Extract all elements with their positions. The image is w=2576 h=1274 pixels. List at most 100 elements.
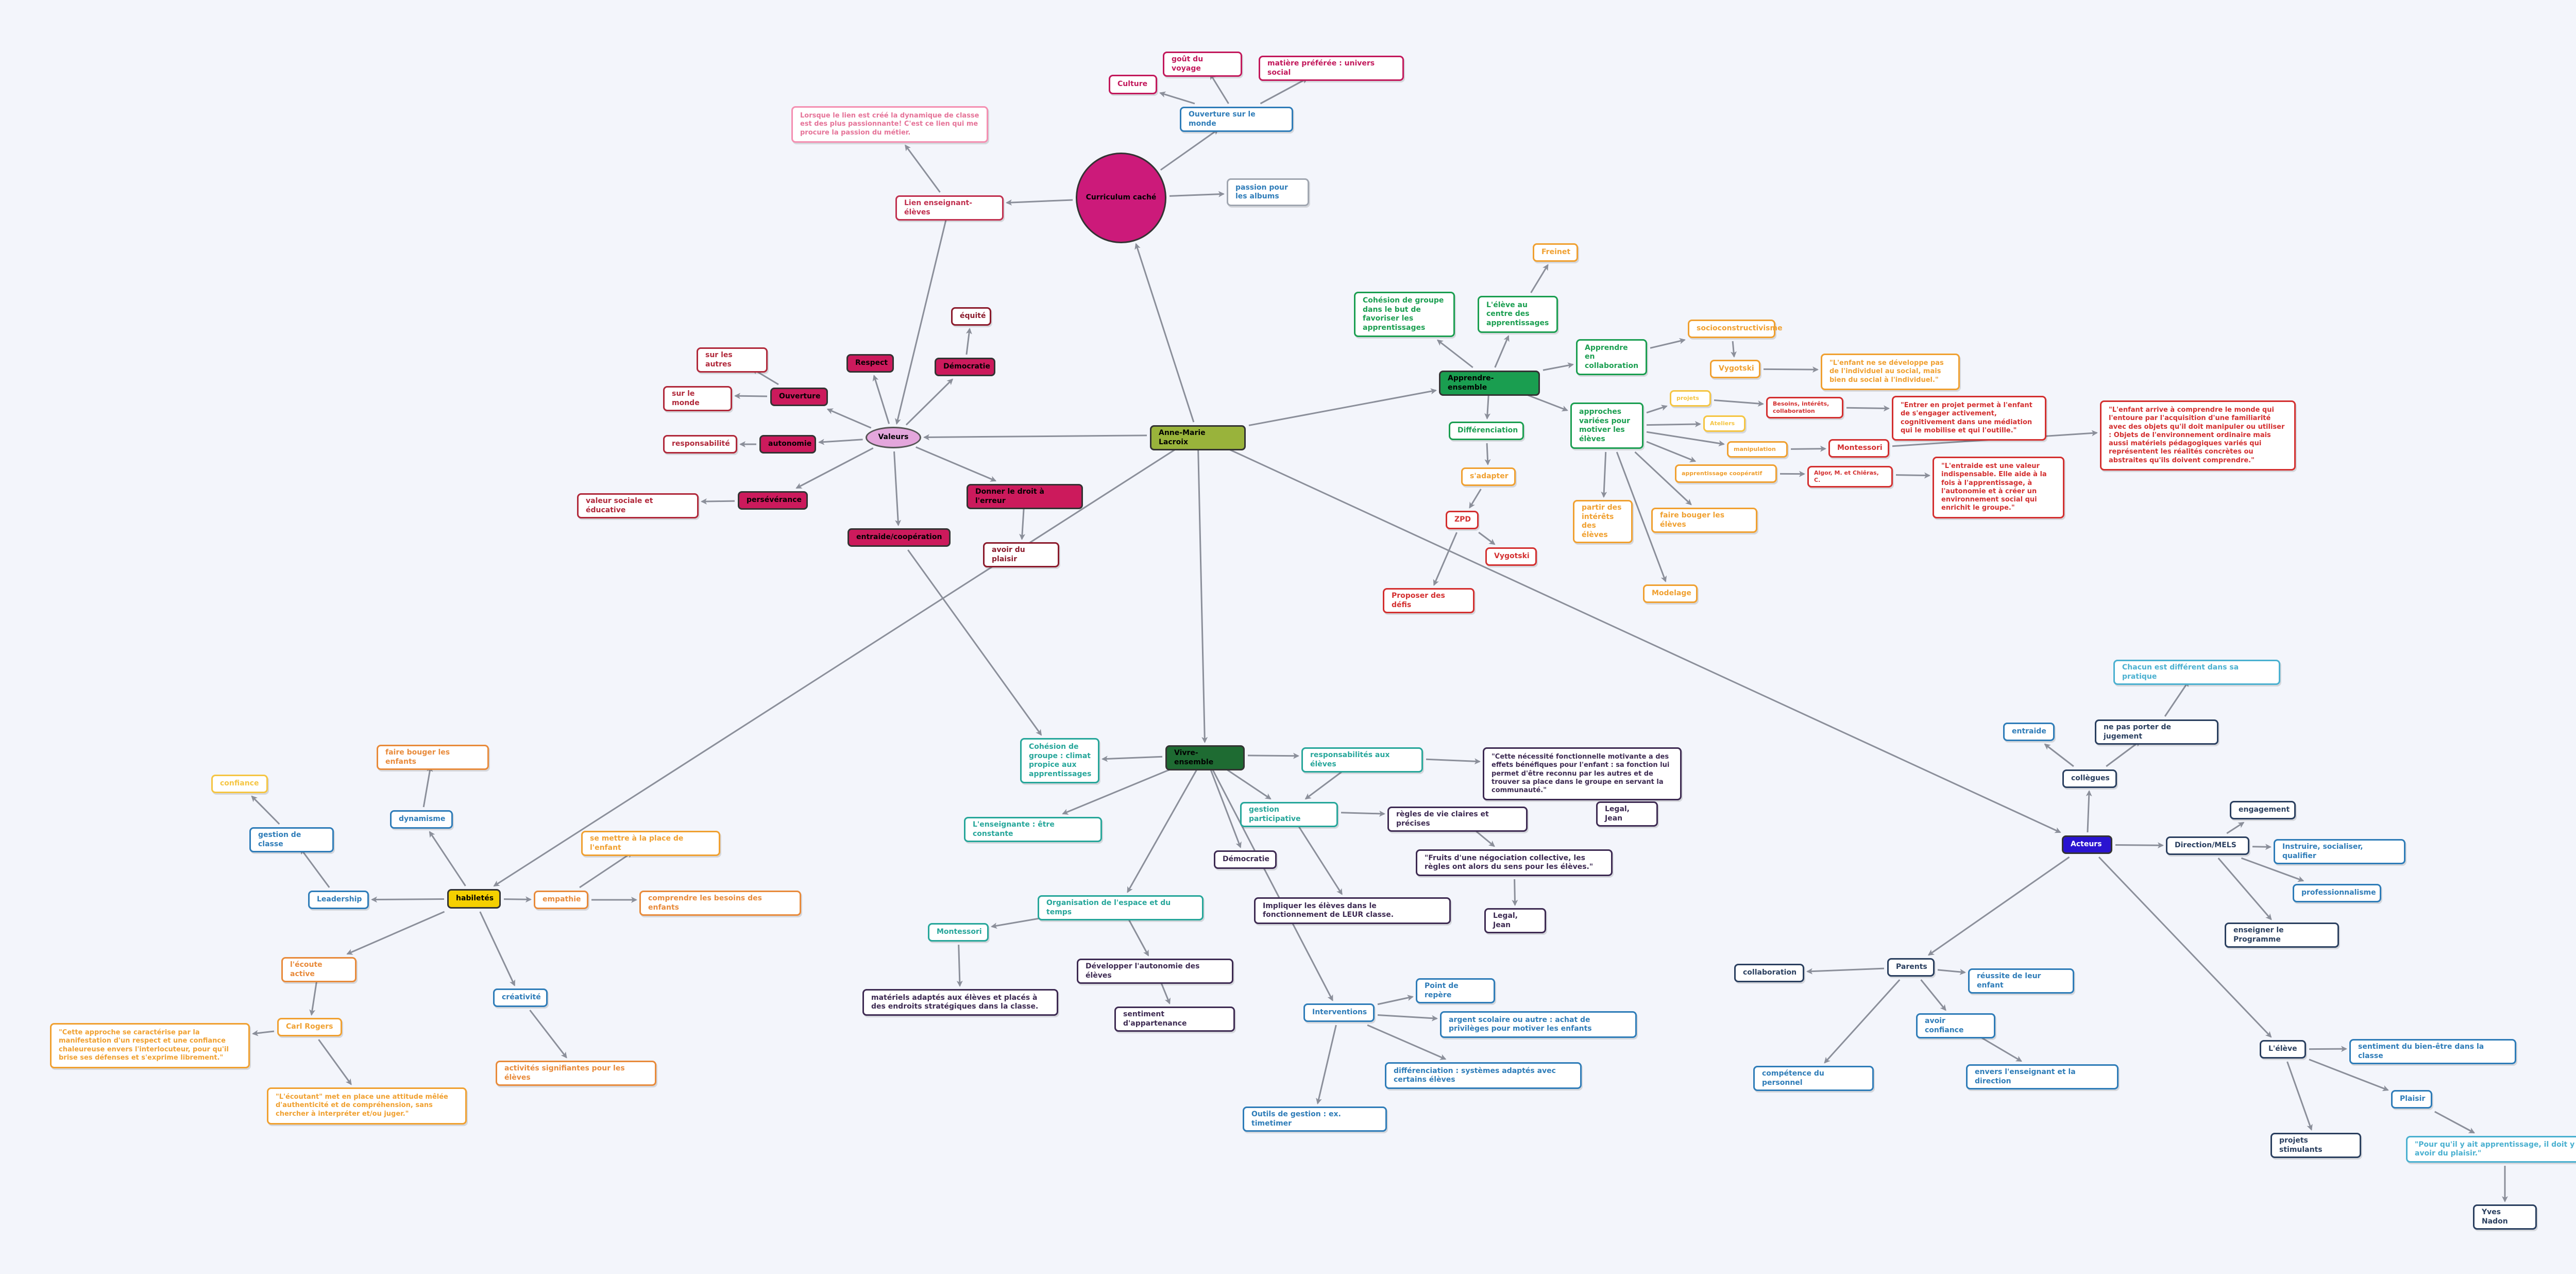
node-freinet[interactable]: Freinet (1533, 243, 1578, 262)
node-lien[interactable]: Lien enseignant-élèves (895, 195, 1004, 221)
node-cohesion1[interactable]: Cohésion de groupe dans le but de favori… (1354, 292, 1455, 337)
node-besoinsenf[interactable]: comprendre les besoins des enfants (639, 891, 801, 916)
node-enseigner[interactable]: enseigner le Programme (2225, 923, 2339, 948)
node-empathie[interactable]: empathie (534, 891, 588, 909)
node-creat[interactable]: créativité (493, 988, 548, 1007)
node-respq[interactable]: "Cette nécessité fonctionnelle motivante… (1483, 747, 1682, 801)
node-devauto[interactable]: Développer l'autonomie des élèves (1077, 959, 1233, 984)
node-besoins[interactable]: Besoins, intérêts, collaboration (1766, 397, 1843, 418)
node-confiance1[interactable]: confiance (211, 775, 268, 793)
node-placeenf[interactable]: se mettre à la place de l'enfant (581, 831, 720, 856)
node-impliquer[interactable]: Impliquer les élèves dans le fonctionnem… (1254, 897, 1451, 924)
node-argent[interactable]: argent scolaire ou autre : achat de priv… (1440, 1011, 1637, 1038)
node-repere[interactable]: Point de repère (1416, 978, 1495, 1003)
node-apcoop[interactable]: apprentissage coopératif (1675, 464, 1777, 483)
node-rogersq2[interactable]: "L'écoutant" met en place une attitude m… (267, 1087, 467, 1125)
node-ouvmonde[interactable]: Ouverture sur le monde (1180, 107, 1293, 132)
node-approches[interactable]: approches variées pour motiver les élève… (1570, 403, 1643, 449)
node-entraide[interactable]: entraide/coopération (848, 528, 951, 547)
node-rogersq1[interactable]: "Cette approche se caractérise par la ma… (50, 1023, 250, 1068)
node-defis[interactable]: Proposer des défis (1383, 588, 1475, 613)
node-valeur[interactable]: Valeurs (866, 427, 921, 448)
node-vygoq[interactable]: "L'enfant ne se développe pas de l'indiv… (1821, 354, 1960, 390)
node-root[interactable]: Anne-Marie Lacroix (1150, 425, 1246, 450)
node-rogers[interactable]: Carl Rogers (277, 1018, 342, 1036)
node-stimulants[interactable]: projets stimulants (2270, 1133, 2361, 1158)
node-chacun[interactable]: Chacun est différent dans sa pratique (2113, 660, 2280, 685)
node-materiels[interactable]: matériels adaptés aux élèves et placés à… (862, 989, 1058, 1016)
node-entraide2[interactable]: entraide (2003, 723, 2055, 741)
node-respel[interactable]: responsabilités aux élèves (1301, 747, 1423, 773)
node-surmonde[interactable]: sur le monde (663, 386, 732, 411)
node-collab[interactable]: Apprendre en collaboration (1576, 339, 1647, 375)
node-zpd[interactable]: ZPD (1446, 511, 1479, 529)
node-instruire[interactable]: Instruire, socialiser, qualifier (2274, 839, 2405, 864)
node-outils[interactable]: Outils de gestion : ex. timetimer (1243, 1107, 1387, 1132)
node-eleve[interactable]: L'élève (2260, 1040, 2306, 1059)
node-surautres[interactable]: sur les autres (697, 347, 768, 373)
node-ouvert[interactable]: Ouverture (770, 388, 828, 406)
node-algor[interactable]: Algor, M. et Chiêras, C. (1807, 466, 1893, 488)
node-fruits[interactable]: "Fruits d'une négociation collective, le… (1416, 849, 1613, 876)
node-bouger2[interactable]: faire bouger les enfants (377, 745, 489, 770)
node-autonomie[interactable]: autonomie (759, 435, 816, 454)
node-cohesion2[interactable]: Cohésion de groupe : climat propice aux … (1020, 738, 1099, 783)
node-reussite[interactable]: réussite de leur enfant (1968, 968, 2074, 994)
node-passion[interactable]: passion pour les albums (1227, 178, 1309, 206)
node-leader[interactable]: Leadership (308, 891, 369, 909)
node-plaisir[interactable]: avoir du plaisir (983, 542, 1059, 567)
node-avconf[interactable]: avoir confiance (1916, 1013, 1995, 1038)
node-projets[interactable]: projets (1670, 390, 1711, 407)
node-droit[interactable]: Donner le droit à l'erreur (967, 484, 1083, 509)
node-habiletes[interactable]: habiletés (447, 889, 501, 909)
node-montessq[interactable]: "L'enfant arrive à comprendre le monde q… (2100, 400, 2296, 471)
node-respons[interactable]: responsabilité (663, 435, 737, 454)
node-collab2[interactable]: collaboration (1734, 964, 1804, 982)
node-envers[interactable]: envers l'enseignant et la direction (1966, 1064, 2119, 1089)
node-sadapter[interactable]: s'adapter (1461, 467, 1516, 486)
node-diffsys[interactable]: différenciation : systèmes adaptés avec … (1385, 1062, 1582, 1089)
node-algorq[interactable]: "L'entraide est une valeur indispensable… (1933, 457, 2064, 518)
node-montess1[interactable]: Montessori (1828, 439, 1889, 458)
node-montess2[interactable]: Montessori (928, 923, 989, 942)
node-curr[interactable]: Curriculum caché (1076, 153, 1166, 243)
node-democ2[interactable]: Démocratie (1214, 850, 1277, 869)
node-manip[interactable]: manipulation (1727, 441, 1788, 458)
node-socio[interactable]: socioconstructivisme (1688, 320, 1783, 338)
node-direction[interactable]: Direction/MELS (2166, 836, 2249, 855)
node-plaisir2[interactable]: Plaisir (2391, 1090, 2432, 1109)
node-diff[interactable]: Différenciation (1449, 422, 1524, 440)
node-lienq[interactable]: Lorsque le lien est créé la dynamique de… (791, 106, 988, 143)
node-equite[interactable]: équité (951, 307, 991, 326)
node-democ[interactable]: Démocratie (935, 358, 995, 376)
node-perse[interactable]: persévérance (738, 491, 808, 510)
node-prof[interactable]: professionnalisme (2293, 884, 2381, 902)
node-legal1[interactable]: Legal, Jean (1596, 801, 1658, 827)
node-dynamisme[interactable]: dynamisme (390, 810, 453, 829)
node-vivre[interactable]: Vivre-ensemble (1165, 745, 1245, 770)
node-nadon[interactable]: Yves Nadon (2473, 1204, 2537, 1230)
node-ateliers[interactable]: Ateliers (1703, 415, 1745, 432)
node-parents[interactable]: Parents (1887, 958, 1935, 977)
node-eleve_centre[interactable]: L'élève au centre des apprentissages (1478, 296, 1558, 333)
node-activites[interactable]: activités signifiantes pour les élèves (496, 1061, 656, 1086)
node-apprens[interactable]: Apprendre-ensemble (1439, 371, 1540, 396)
node-valsoc[interactable]: valeur sociale et éducative (577, 493, 699, 518)
node-bienetre[interactable]: sentiment du bien-être dans la classe (2349, 1039, 2516, 1064)
node-competence[interactable]: compétence du personnel (1753, 1066, 1874, 1091)
node-engag[interactable]: engagement (2230, 801, 2296, 819)
node-acteurs[interactable]: Acteurs (2062, 835, 2112, 854)
node-gout[interactable]: goût du voyage (1163, 52, 1242, 77)
node-gestpart[interactable]: gestion participative (1240, 802, 1338, 827)
node-vygo2[interactable]: Vygotski (1485, 547, 1537, 566)
node-regles[interactable]: règles de vie claires et précises (1387, 807, 1528, 832)
node-vygo1[interactable]: Vygotski (1710, 360, 1760, 378)
node-modelage[interactable]: Modelage (1643, 584, 1698, 603)
node-bouger1[interactable]: faire bouger les élèves (1651, 508, 1757, 533)
node-interets[interactable]: partir des intérêts des élèves (1573, 500, 1633, 543)
node-projetq[interactable]: "Entrer en projet permet à l'enfant de s… (1892, 396, 2046, 441)
node-gestcl[interactable]: gestion de classe (249, 827, 334, 852)
node-orgesp[interactable]: Organisation de l'espace et du temps (1038, 895, 1204, 920)
node-legal2[interactable]: Legal, Jean (1484, 908, 1546, 933)
node-constante[interactable]: L'enseignante : être constante (964, 817, 1102, 842)
